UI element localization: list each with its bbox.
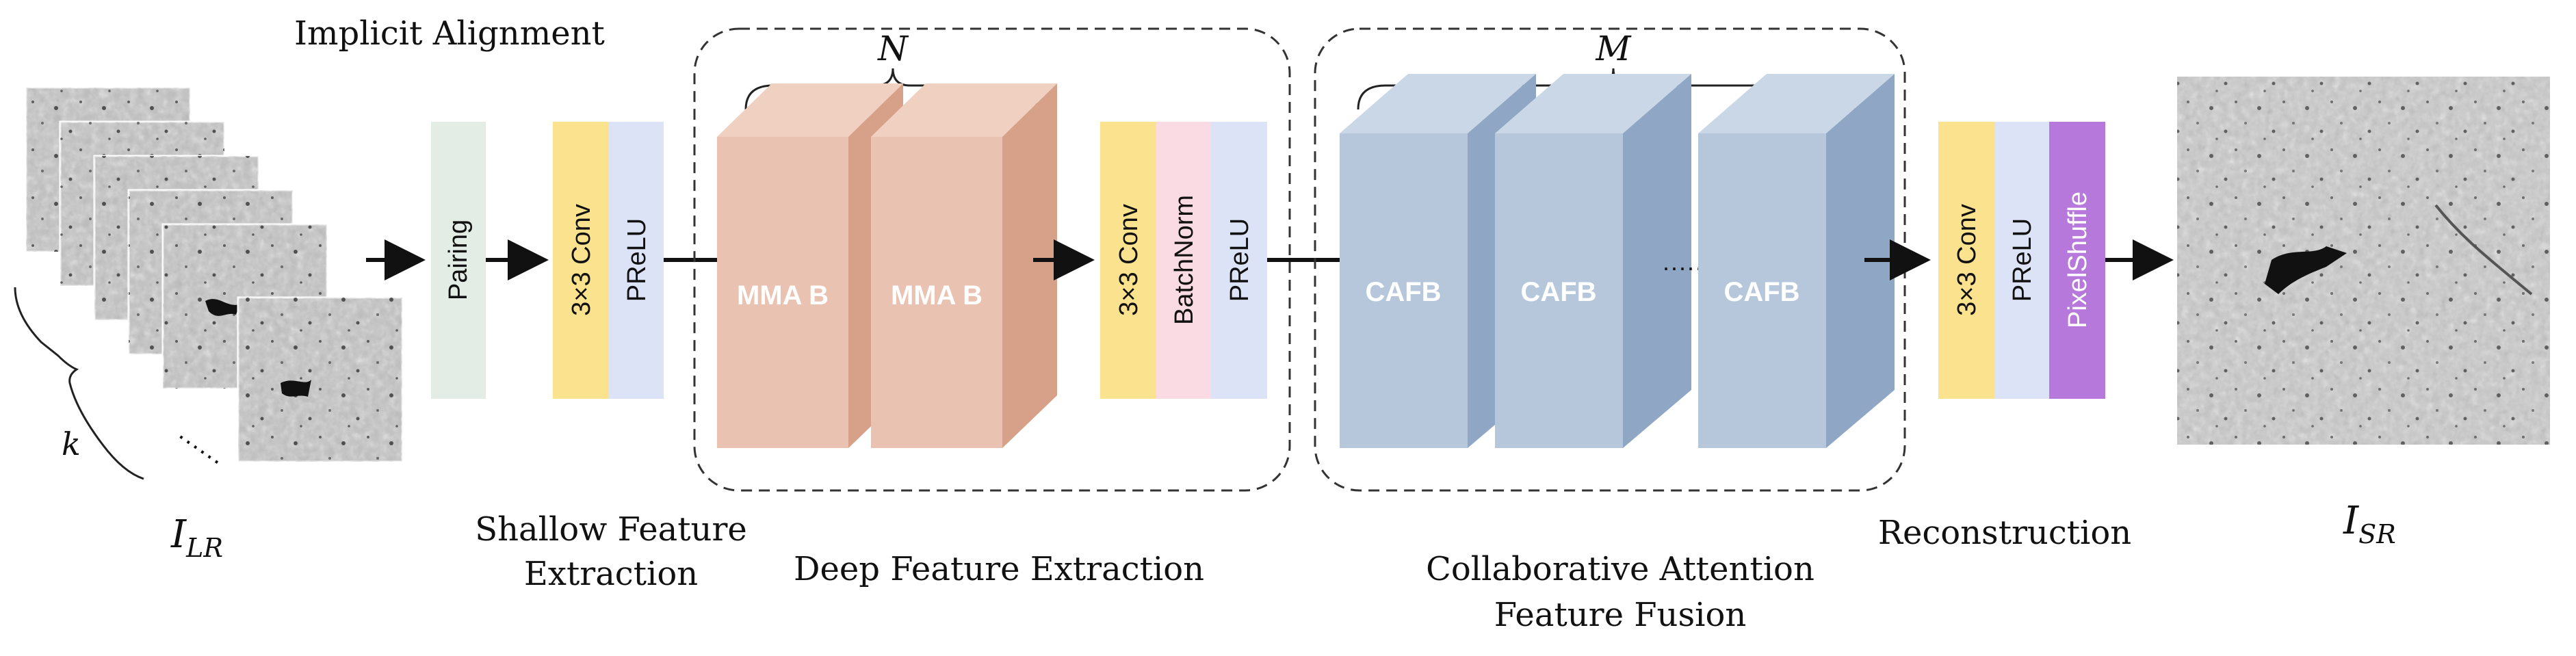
input-frame: [237, 296, 404, 463]
input-frame-stack: [25, 86, 404, 463]
cafb-label-1: CAFB: [1365, 277, 1441, 307]
deep-prelu-block: PReLU: [1211, 122, 1267, 399]
stack-brace: [14, 287, 144, 480]
mmab-block-2: MMA B: [871, 83, 1057, 448]
pixelshuffle-label: PixelShuffle: [2064, 192, 2092, 328]
mmab-label-1: MMA B: [737, 280, 829, 311]
cafb-label-3: CAFB: [1723, 277, 1799, 307]
pairing-block: Pairing: [431, 122, 486, 399]
shallow-prelu-label: PReLU: [623, 218, 651, 302]
recon-conv-block: 3×3 Conv: [1938, 122, 1994, 399]
pairing-label: Pairing: [444, 220, 473, 300]
collab-section-label-2: Feature Fusion: [1494, 596, 1747, 634]
recon-conv-label: 3×3 Conv: [1953, 204, 1981, 316]
batchnorm-label: BatchNorm: [1170, 195, 1199, 325]
deep-conv-block: 3×3 Conv: [1100, 122, 1156, 399]
cafb-block-2: CAFB: [1495, 74, 1691, 448]
shallow-conv-label: 3×3 Conv: [567, 204, 596, 316]
mmab-label-2: MMA B: [891, 280, 983, 311]
output-image: [2177, 77, 2550, 445]
input-label: ILR: [170, 512, 223, 563]
recon-prelu-label: PReLU: [2008, 218, 2037, 302]
cafb-label-2: CAFB: [1520, 277, 1596, 307]
stack-ellipsis: ......: [174, 418, 233, 471]
shallow-section-label-2: Extraction: [524, 555, 698, 593]
output-label: ISR: [2343, 499, 2396, 549]
implicit-alignment-label: Implicit Alignment: [294, 14, 605, 53]
collab-section-label-1: Collaborative Attention: [1426, 550, 1814, 588]
deep-repeat-label: N: [877, 29, 909, 68]
collab-repeat-label: M: [1595, 29, 1632, 68]
shallow-prelu-block: PReLU: [609, 122, 664, 399]
deep-section-label: Deep Feature Extraction: [794, 550, 1204, 588]
recon-prelu-block: PReLU: [1994, 122, 2049, 399]
deep-conv-label: 3×3 Conv: [1115, 204, 1143, 316]
reconstruction-section-label: Reconstruction: [1878, 514, 2131, 552]
shallow-section-label-1: Shallow Feature: [475, 510, 747, 549]
cafb-block-3: CAFB: [1698, 74, 1895, 448]
deep-prelu-label: PReLU: [1225, 218, 1254, 302]
stack-count-label: k: [62, 425, 81, 462]
pixelshuffle-block: PixelShuffle: [2049, 122, 2105, 399]
batchnorm-block: BatchNorm: [1156, 122, 1211, 399]
shallow-conv-block: 3×3 Conv: [553, 122, 609, 399]
deep-feature-group: [693, 27, 1291, 492]
